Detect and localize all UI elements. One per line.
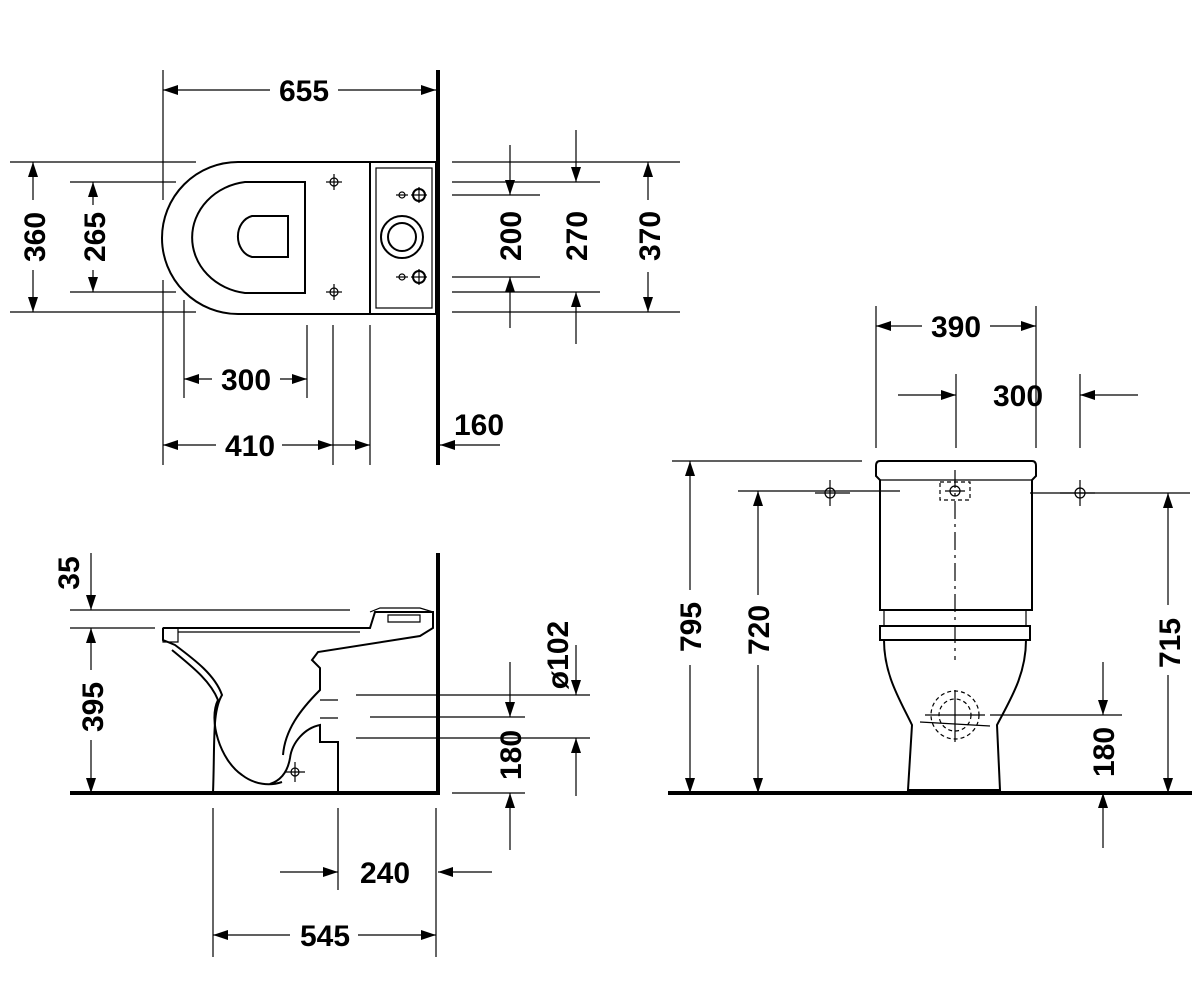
outlet-center-side — [285, 762, 305, 782]
dim-35-label: 35 — [53, 556, 86, 589]
dim-410-label: 410 — [225, 430, 275, 463]
seat-outline-top — [191, 181, 306, 294]
bowl-inner-side — [171, 649, 283, 786]
front-view: 390 300 795 720 715 — [668, 306, 1192, 848]
flush-button-front — [939, 481, 971, 501]
tank-link-side — [369, 607, 434, 623]
dim-102-label: ø102 — [542, 621, 575, 689]
dim-390-label: 390 — [931, 311, 981, 344]
dim-240-label: 240 — [360, 857, 410, 890]
dim-655-label: 655 — [279, 75, 329, 108]
dim-180-side-label: 180 — [495, 730, 528, 780]
seat-lid-side — [162, 627, 360, 643]
tank-outline-front — [875, 460, 1037, 611]
dim-370-label: 370 — [634, 211, 667, 261]
flush-button-inner — [387, 222, 417, 252]
side-view: 35 395 ø102 180 240 545 — [53, 553, 590, 957]
fixing-holes-top — [326, 174, 427, 300]
dim-300-front-label: 300 — [993, 380, 1043, 413]
bowl-outline-top — [161, 161, 372, 315]
top-view: 655 360 265 300 410 — [10, 70, 680, 465]
tank-outline-top — [369, 161, 437, 315]
flush-button-outer — [380, 215, 424, 259]
dim-265-label: 265 — [79, 212, 112, 262]
dim-200-label: 200 — [495, 211, 528, 261]
seat-inner-top — [236, 215, 289, 258]
dim-360-label: 360 — [19, 212, 52, 262]
tank-inner-top — [375, 167, 433, 309]
dim-180-front-label: 180 — [1088, 727, 1121, 777]
dim-795-label: 795 — [675, 602, 708, 652]
toilet-profile-side — [162, 611, 434, 794]
outlet-side — [320, 699, 338, 719]
dim-270-label: 270 — [561, 211, 594, 261]
dim-395-label: 395 — [77, 682, 110, 732]
outlet-front — [919, 690, 991, 742]
dim-300-top-label: 300 — [221, 364, 271, 397]
dim-720-label: 720 — [743, 605, 776, 655]
dim-160-label: 160 — [454, 409, 504, 442]
dim-545-label: 545 — [300, 920, 350, 953]
bowl-outline-front — [883, 639, 1027, 791]
dim-715-label: 715 — [1154, 618, 1187, 668]
